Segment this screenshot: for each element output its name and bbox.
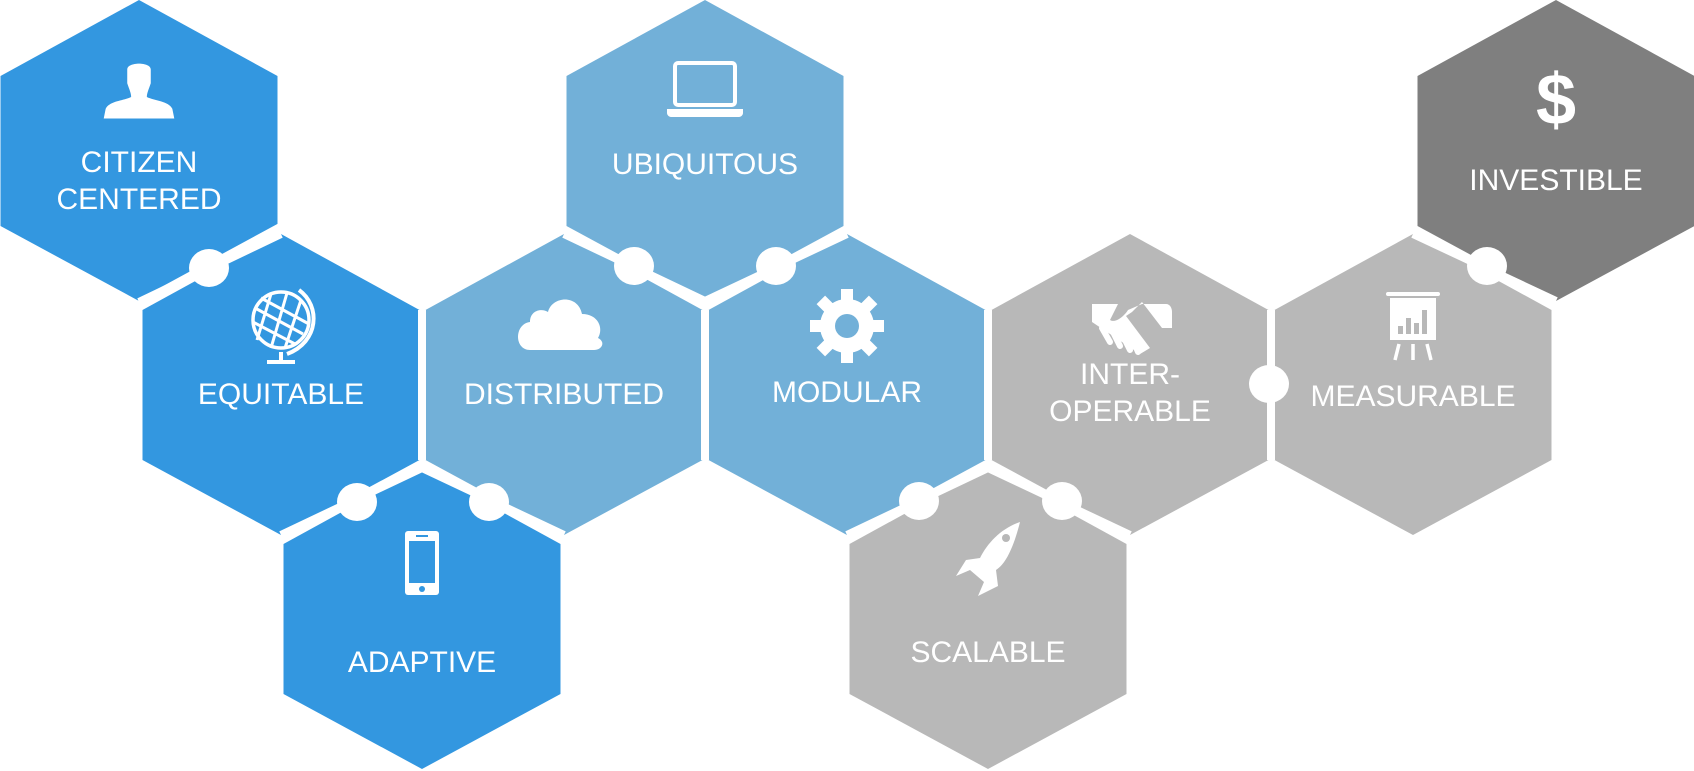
hexagon-shape	[425, 234, 703, 535]
cloud-icon	[518, 299, 603, 350]
connector-node	[756, 247, 796, 285]
hexagon-measurable: MEASURABLE	[1274, 234, 1552, 535]
hexagon-label: CENTERED	[56, 183, 221, 216]
hexagon-shape	[142, 234, 420, 535]
svg-text:$: $	[1536, 60, 1576, 140]
connector-node	[189, 249, 229, 287]
hexagon-label: INVESTIBLE	[1469, 164, 1642, 197]
hexagon-shape	[566, 0, 844, 301]
hexagon-citizen-centered: CITIZEN CENTERED	[0, 0, 278, 301]
hexagon-shape	[708, 234, 986, 535]
gear-icon	[810, 289, 884, 363]
hexagon-modular: MODULAR	[708, 234, 986, 535]
laptop-icon	[667, 61, 743, 117]
hexagon-shape	[1417, 0, 1694, 301]
presentation-chart-icon	[1386, 292, 1440, 361]
hexagon-label: ADAPTIVE	[348, 646, 496, 679]
connector-node	[1467, 247, 1507, 285]
person-icon	[103, 63, 175, 119]
hexagon-label: EQUITABLE	[198, 378, 364, 411]
connector-node	[337, 483, 377, 521]
connector-node	[1249, 365, 1289, 403]
hexagon-shape	[991, 234, 1269, 535]
hexagon-shape	[849, 468, 1127, 769]
hexagon-label: CITIZEN	[81, 146, 198, 179]
rocket-icon	[956, 522, 1020, 596]
hexagon-label: DISTRIBUTED	[464, 378, 664, 411]
connector-node	[1042, 482, 1082, 520]
hexagon-scalable: SCALABLE	[849, 468, 1127, 769]
hexagon-adaptive: ADAPTIVE	[283, 468, 561, 769]
hexagon-label: OPERABLE	[1049, 395, 1211, 428]
hexagon-label: SCALABLE	[910, 636, 1065, 669]
hexagon-investible: $ INVESTIBLE	[1417, 0, 1694, 301]
connector-node-layer	[189, 247, 1507, 521]
hexagon-label: UBIQUITOUS	[612, 148, 798, 181]
hexagon-shape	[0, 0, 278, 301]
dollar-icon: $	[1536, 60, 1576, 140]
hexagon-equitable: EQUITABLE	[142, 234, 420, 535]
smartphone-icon	[405, 531, 439, 595]
hexagon-shape	[283, 468, 561, 769]
hexagon-label: INTER-	[1080, 358, 1180, 391]
connector-node	[614, 247, 654, 285]
hexagon-label: MODULAR	[772, 376, 922, 409]
connector-node	[899, 482, 939, 520]
hexagon-distributed: DISTRIBUTED	[425, 234, 703, 535]
connector-node	[469, 483, 509, 521]
globe-icon	[251, 288, 316, 364]
handshake-icon	[1092, 302, 1172, 355]
hexagon-label: MEASURABLE	[1310, 380, 1515, 413]
hexagon-ubiquitous: UBIQUITOUS	[566, 0, 844, 301]
hexagon-interoperable: INTER- OPERABLE	[991, 234, 1269, 535]
hexagon-shape	[1274, 234, 1552, 535]
